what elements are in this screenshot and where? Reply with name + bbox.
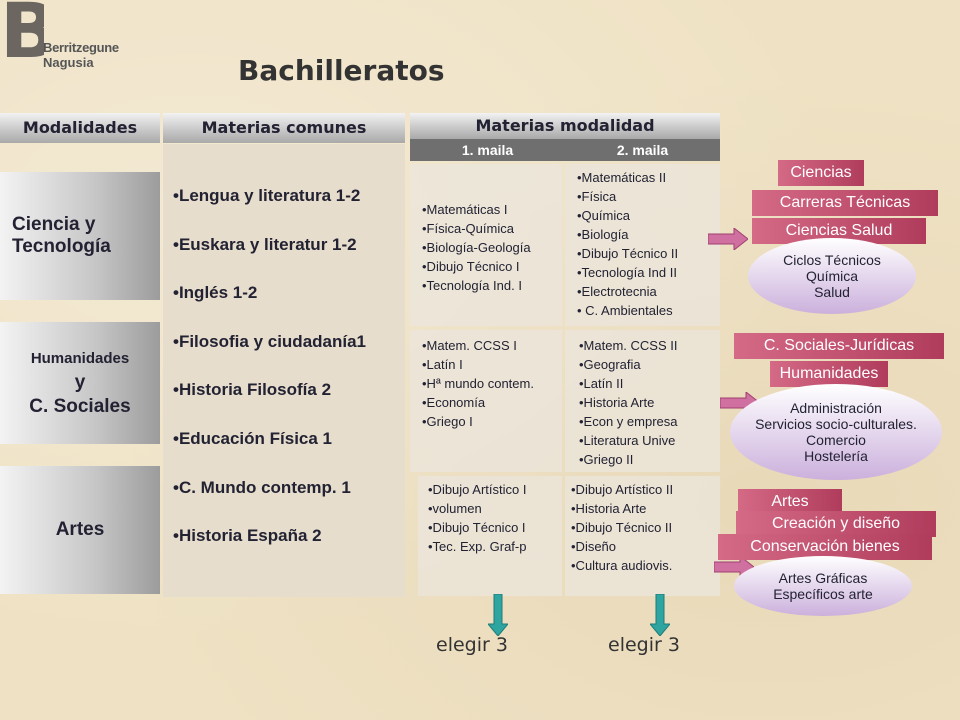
list-item: •Dibujo Artístico I: [428, 482, 527, 497]
tab-ciencias: Ciencias: [778, 160, 864, 186]
list-item: •Dibujo Técnico I: [428, 520, 526, 535]
tab-creacion-diseno: Creación y diseño: [736, 511, 936, 537]
list-item: •Matem. CCSS II: [579, 338, 678, 353]
oval-artes: Artes Gráficas Específicos arte: [734, 556, 912, 616]
list-item: •Filosofia y ciudadanía1: [173, 331, 367, 351]
list-item: •Historia Arte: [579, 395, 655, 410]
oval-ciencias: Ciclos Técnicos Química Salud: [748, 238, 916, 314]
modalidad-humanidades-line1: Humanidades: [30, 350, 130, 367]
modalidad-ciencia-line1: Ciencia y: [12, 214, 96, 235]
list-item: •Matemáticas II: [577, 170, 667, 185]
modalidad-artes: Artes: [0, 466, 160, 594]
elegir-label-1: elegir 3: [436, 634, 508, 656]
list-item: •Dibujo Técnico II: [577, 246, 679, 261]
header-materias-comunes: Materias comunes: [163, 113, 405, 143]
modalidad-humanidades: Humanidades y C. Sociales: [0, 322, 160, 444]
logo-line-1: Berritzegune: [43, 40, 119, 55]
list-item: •Econ y empresa: [579, 414, 678, 429]
list-item: •Química: [577, 208, 630, 223]
arrow-down-icon: [650, 594, 670, 636]
oval-item: Ciclos Técnicos: [783, 252, 881, 268]
oval-item: Específicos arte: [773, 586, 873, 602]
list-item: •Biología-Geología: [422, 240, 531, 255]
list-item: •Dibujo Técnico I: [422, 259, 520, 274]
oval-item: Química: [805, 268, 859, 284]
list-item: •Historia Filosofía 2: [173, 380, 332, 400]
list-item: •Cultura audiovis.: [571, 558, 673, 573]
list-item: •Física: [577, 189, 617, 204]
humanidades-maila-2: •Matem. CCSS II •Geografia •Latín II •Hi…: [565, 330, 720, 472]
list-item: •Matem. CCSS I: [422, 338, 517, 353]
tab-carreras-tecnicas: Carreras Técnicas: [752, 190, 938, 216]
list-item: •Tec. Exp. Graf-p: [428, 539, 527, 554]
list-item: •Dibujo Artístico II: [571, 482, 674, 497]
list-item: •Electrotecnia: [577, 284, 657, 299]
logo-line-2: Nagusia: [43, 55, 94, 70]
list-item: •Geografia: [579, 357, 641, 372]
humanidades-maila-1: •Matem. CCSS I •Latín I •Hª mundo contem…: [410, 330, 562, 472]
list-item: •Latín II: [579, 376, 624, 391]
logo-letter: B: [0, 0, 44, 68]
list-item: •Inglés 1-2: [173, 283, 258, 303]
arrow-down-icon: [488, 594, 508, 636]
tab-sociales-juridicas: C. Sociales-Jurídicas: [734, 333, 944, 359]
list-item: •Diseño: [571, 539, 617, 554]
arrow-right-icon: [708, 228, 748, 250]
modalidad-artes-label: Artes: [55, 519, 105, 540]
modalidad-ciencia-line2: Tecnología: [12, 236, 111, 257]
list-item: • C. Ambientales: [577, 303, 673, 318]
list-item: •Educación Física 1: [173, 428, 333, 448]
list-item: •Historia Arte: [571, 501, 647, 516]
page-title: Bachilleratos: [238, 54, 445, 87]
tab-artes: Artes: [738, 489, 842, 515]
header-maila-2: 2. maila: [616, 142, 669, 158]
list-item: •Tecnología Ind II: [577, 265, 677, 280]
list-item: •Economía: [422, 395, 486, 410]
header-modalidades: Modalidades: [0, 113, 160, 143]
list-item: •Historia España 2: [173, 526, 322, 546]
oval-item: Servicios socio-culturales.: [755, 416, 917, 432]
ciencias-maila-1: •Matemáticas I •Física-Química •Biología…: [410, 164, 562, 326]
list-item: •Hª mundo contem.: [422, 376, 534, 391]
modalidad-humanidades-line3: C. Sociales: [29, 396, 131, 417]
materias-comunes-panel: •Lengua y literatura 1-2 •Euskara y lite…: [163, 144, 405, 597]
oval-item: Hostelería: [804, 448, 868, 464]
list-item: •Lengua y literatura 1-2: [173, 186, 361, 205]
elegir-label-2: elegir 3: [608, 634, 680, 656]
list-item: •volumen: [428, 501, 482, 516]
list-item: •Euskara y literatur 1-2: [173, 234, 357, 254]
oval-item: Comercio: [806, 432, 866, 448]
list-item: •Biología: [577, 227, 629, 242]
list-item: •Matemáticas I: [422, 202, 508, 217]
oval-item: Artes Gráficas: [778, 570, 868, 586]
artes-maila-1: •Dibujo Artístico I •volumen •Dibujo Téc…: [418, 476, 562, 596]
list-item: •C. Mundo contemp. 1: [173, 477, 351, 497]
list-item: •Dibujo Técnico II: [571, 520, 673, 535]
oval-item: Administración: [790, 400, 882, 416]
ciencias-maila-2: •Matemáticas II •Física •Química •Biolog…: [565, 164, 720, 326]
artes-maila-2: •Dibujo Artístico II •Historia Arte •Dib…: [565, 476, 720, 596]
tab-humanidades: Humanidades: [770, 361, 888, 387]
oval-humanidades: Administración Servicios socio-culturale…: [730, 384, 942, 480]
header-modalidad-title: Materias modalidad: [410, 113, 720, 139]
header-maila-1: 1. maila: [461, 142, 514, 158]
materias-comunes-list: •Lengua y literatura 1-2 •Euskara y lite…: [173, 186, 366, 575]
list-item: •Griego II: [579, 452, 634, 467]
header-materias-modalidad: Materias modalidad 1. maila 2. maila: [410, 113, 720, 163]
modalidad-humanidades-line2: y: [74, 372, 86, 393]
list-item: •Latín I: [422, 357, 463, 372]
list-item: •Griego I: [422, 414, 473, 429]
list-item: •Física-Química: [422, 221, 514, 236]
tab-conservacion-bienes: Conservación bienes: [718, 534, 932, 560]
list-item: •Literatura Unive: [579, 433, 676, 448]
oval-item: Salud: [814, 284, 850, 300]
modalidad-ciencia-tecnologia: Ciencia y Tecnología: [0, 172, 160, 300]
list-item: •Tecnología Ind. I: [422, 278, 522, 293]
